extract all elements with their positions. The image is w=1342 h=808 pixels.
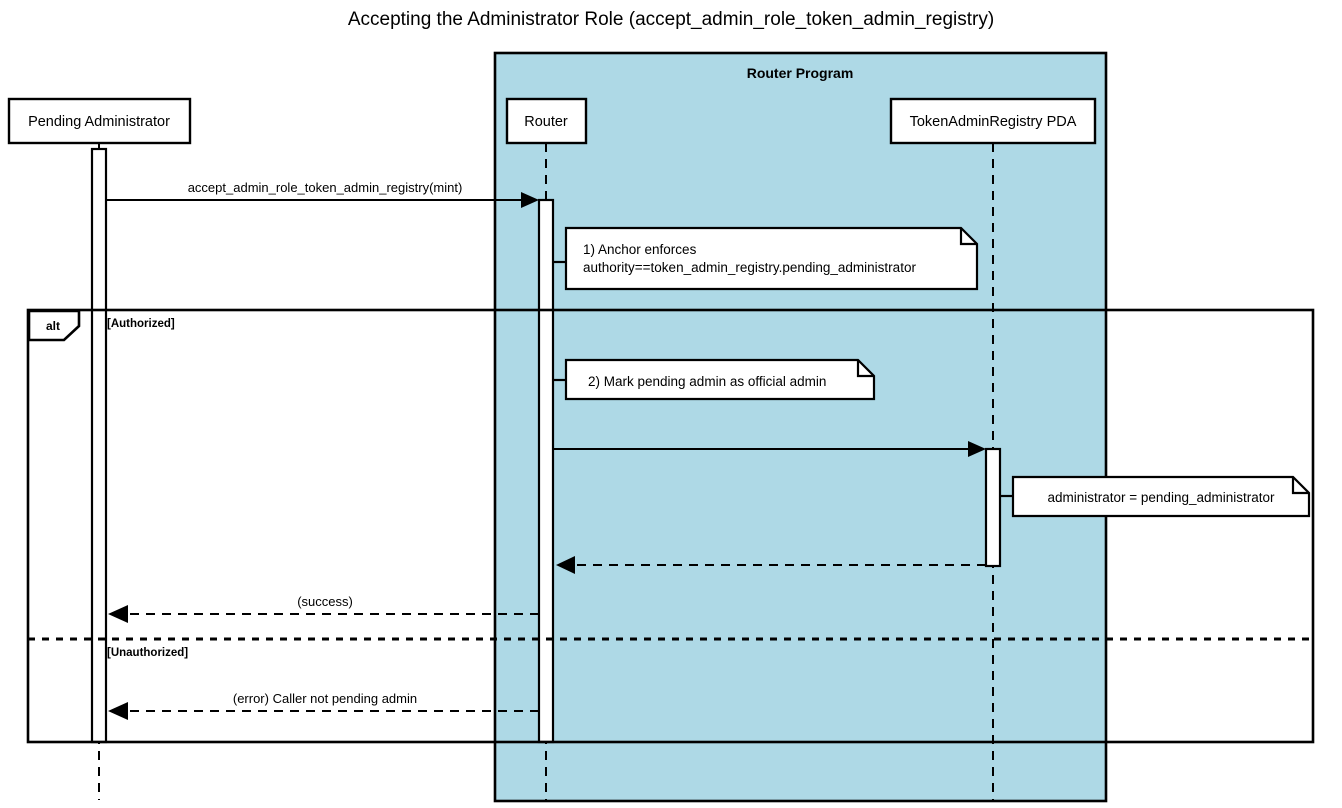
activation-bar-pending-administrator xyxy=(90,147,108,744)
alt-fragment-guard-authorized: [Authorized] xyxy=(107,318,175,330)
alt-fragment-box xyxy=(26,308,1315,744)
message-label-error: (error) Caller not pending admin xyxy=(233,691,417,706)
alt-fragment-operator-tag xyxy=(27,309,81,342)
participant-label-pending-administrator: Pending Administrator xyxy=(28,114,170,130)
note-anchor-enforces-line-1: 1) Anchor enforces xyxy=(583,242,697,257)
participant-box-pending-administrator[interactable] xyxy=(7,97,192,145)
participant-label-tokenadminregistry-pda: TokenAdminRegistry PDA xyxy=(910,114,1077,130)
participant-label-router: Router xyxy=(524,114,568,130)
arrowhead-error xyxy=(108,702,128,720)
note-fold-mark-pending-admin xyxy=(856,360,874,378)
activation-bar-tokenadminregistry-pda xyxy=(984,447,1002,568)
participant-box-router[interactable] xyxy=(505,97,588,145)
activation-bar-router xyxy=(537,198,555,744)
note-fold-administrator-assignment xyxy=(1291,477,1309,495)
alt-fragment-guard-unauthorized: [Unauthorized] xyxy=(107,647,188,659)
note-administrator-assignment xyxy=(1011,475,1311,518)
note-anchor-enforces xyxy=(564,226,979,291)
group-label-router-program: Router Program xyxy=(747,65,854,81)
note-mark-pending-admin xyxy=(564,358,876,401)
arrowhead-pda-to-router-return xyxy=(556,556,575,574)
message-label-accept-admin-role: accept_admin_role_token_admin_registry(m… xyxy=(188,180,463,195)
arrowhead-accept-admin-role xyxy=(521,192,539,208)
diagram-title: Accepting the Administrator Role (accept… xyxy=(348,9,994,30)
note-anchor-enforces-line-2: authority==token_admin_registry.pending_… xyxy=(583,260,916,275)
note-administrator-assignment-line-1: administrator = pending_administrator xyxy=(1048,490,1275,505)
arrowhead-success xyxy=(108,605,128,623)
group-box-router-program-outline xyxy=(493,51,1108,803)
participant-box-tokenadminregistry-pda[interactable] xyxy=(889,97,1097,145)
note-mark-pending-admin-line-1: 2) Mark pending admin as official admin xyxy=(588,374,826,389)
group-box-router-program-fill xyxy=(495,53,1106,801)
arrowhead-router-to-pda xyxy=(968,441,986,457)
message-label-success: (success) xyxy=(297,594,353,609)
alt-fragment-operator-label: alt xyxy=(46,319,60,333)
note-fold-anchor-enforces xyxy=(959,228,977,246)
